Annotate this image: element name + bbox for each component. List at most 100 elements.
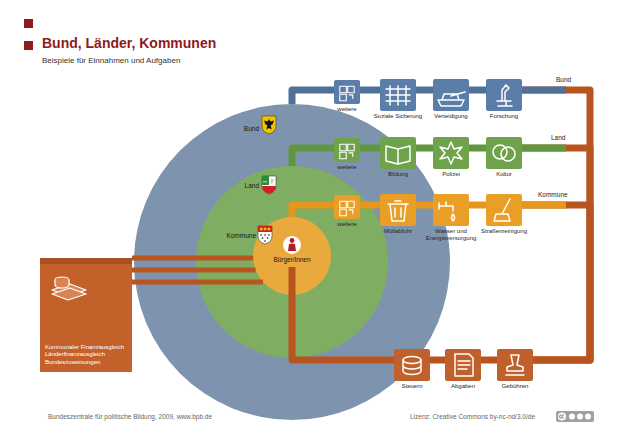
task-icon xyxy=(334,195,360,219)
connector xyxy=(481,360,497,361)
connector xyxy=(360,90,380,91)
connector xyxy=(416,205,433,206)
license-badge xyxy=(556,411,594,422)
rail-label: Bund xyxy=(556,76,571,83)
task-caption: Kultur xyxy=(476,171,532,178)
level-name: Land xyxy=(245,182,259,189)
connector-line xyxy=(469,202,486,209)
connector xyxy=(469,90,486,91)
connector-line xyxy=(132,256,253,261)
connector xyxy=(416,148,433,149)
connector xyxy=(292,267,394,360)
task-tile: weitere xyxy=(334,80,360,104)
task-icon xyxy=(334,138,360,162)
task-tile: Wasser und Energieversorgung xyxy=(433,194,469,226)
task-icon xyxy=(486,137,522,169)
connector xyxy=(132,258,263,282)
person-icon xyxy=(282,235,302,255)
connector-line xyxy=(360,87,380,94)
task-tile: Kultur xyxy=(486,137,522,169)
connector-line xyxy=(416,145,433,152)
task-tile: weitere xyxy=(334,138,360,162)
city-arms xyxy=(258,226,272,244)
connector xyxy=(292,148,334,166)
source-note: Bundeszentrale für politische Bildung, 2… xyxy=(48,413,212,420)
task-icon xyxy=(380,79,416,111)
task-tile: Müllabfuhr xyxy=(380,194,416,226)
task-caption: weitere xyxy=(319,164,375,171)
connector-line xyxy=(292,148,334,166)
task-icon xyxy=(433,194,469,226)
transfer-box: Kommunaler FinanzausgleichLänderfinanzau… xyxy=(40,258,132,372)
state-arms xyxy=(262,176,276,194)
task-icon xyxy=(433,137,469,169)
task-tile: Bildung xyxy=(380,137,416,169)
connector-line xyxy=(292,205,334,217)
task-caption: Müllabfuhr xyxy=(370,228,426,235)
task-caption: Soziale Sicherung xyxy=(370,113,426,120)
rail-segment xyxy=(522,87,566,94)
federal-eagle xyxy=(262,116,276,134)
connector xyxy=(522,90,590,360)
connector xyxy=(430,360,445,361)
task-tile: Gebühren xyxy=(497,349,533,381)
connector xyxy=(469,148,486,149)
rail-label: Kommune xyxy=(538,191,568,198)
connector xyxy=(522,148,590,360)
task-tile: Soziale Sicherung xyxy=(380,79,416,111)
connector-line xyxy=(522,148,590,360)
connector-line xyxy=(522,205,590,360)
transfer-text: Kommunaler Finanzausgleich xyxy=(45,344,124,352)
transfer-text: Länderfinanzausgleich xyxy=(45,351,105,359)
level-name: Bund xyxy=(244,125,259,132)
connector xyxy=(360,148,380,149)
connector-line xyxy=(132,268,256,273)
task-icon xyxy=(394,349,430,381)
citizen-figure: Bürger/innen xyxy=(272,235,312,267)
task-caption: weitere xyxy=(319,106,375,113)
subtitle: Beispiele für Einnahmen und Aufgaben xyxy=(42,56,180,65)
connector-line xyxy=(292,90,334,104)
connector-line xyxy=(416,202,433,209)
connector-line xyxy=(292,267,394,360)
task-tile: Abgaben xyxy=(445,349,481,381)
task-caption: Gebühren xyxy=(487,383,543,390)
task-icon xyxy=(445,349,481,381)
task-caption: Wasser und Energieversorgung xyxy=(423,228,479,242)
task-icon xyxy=(486,194,522,226)
connector-line xyxy=(360,145,380,152)
connector xyxy=(292,90,334,104)
task-icon xyxy=(433,79,469,111)
task-icon xyxy=(380,194,416,226)
connector-line xyxy=(469,87,486,94)
task-icon xyxy=(334,80,360,104)
task-tile: Steuern xyxy=(394,349,430,381)
task-tile: Verteidigung xyxy=(433,79,469,111)
connector xyxy=(522,205,590,360)
rail-label: Land xyxy=(551,134,565,141)
connector-line xyxy=(360,202,380,209)
connector-line xyxy=(522,90,590,360)
task-tile: Straßenreinigung xyxy=(486,194,522,226)
license-note: Lizenz: Creative Commons by-nc-nd/3.0/de xyxy=(410,413,535,420)
transfer-text: Bundeszuweisungen xyxy=(45,359,100,367)
box-band xyxy=(40,258,132,264)
connector xyxy=(416,90,433,91)
title-square xyxy=(24,41,33,50)
level-name: Kommune xyxy=(226,232,256,239)
connector-line xyxy=(481,357,497,364)
title-square xyxy=(24,19,33,28)
task-icon xyxy=(497,349,533,381)
connector-line xyxy=(430,357,445,364)
task-caption: Steuern xyxy=(384,383,440,390)
rail-segment xyxy=(522,145,566,152)
task-tile: Forschung xyxy=(486,79,522,111)
task-tile: weitere xyxy=(334,195,360,219)
task-caption: Polizei xyxy=(423,171,479,178)
text-stack: Kommunaler FinanzausgleichLänderfinanzau… xyxy=(45,344,124,367)
task-tile: Polizei xyxy=(433,137,469,169)
task-caption: Bildung xyxy=(370,171,426,178)
task-caption: Straßenreinigung xyxy=(476,228,532,235)
